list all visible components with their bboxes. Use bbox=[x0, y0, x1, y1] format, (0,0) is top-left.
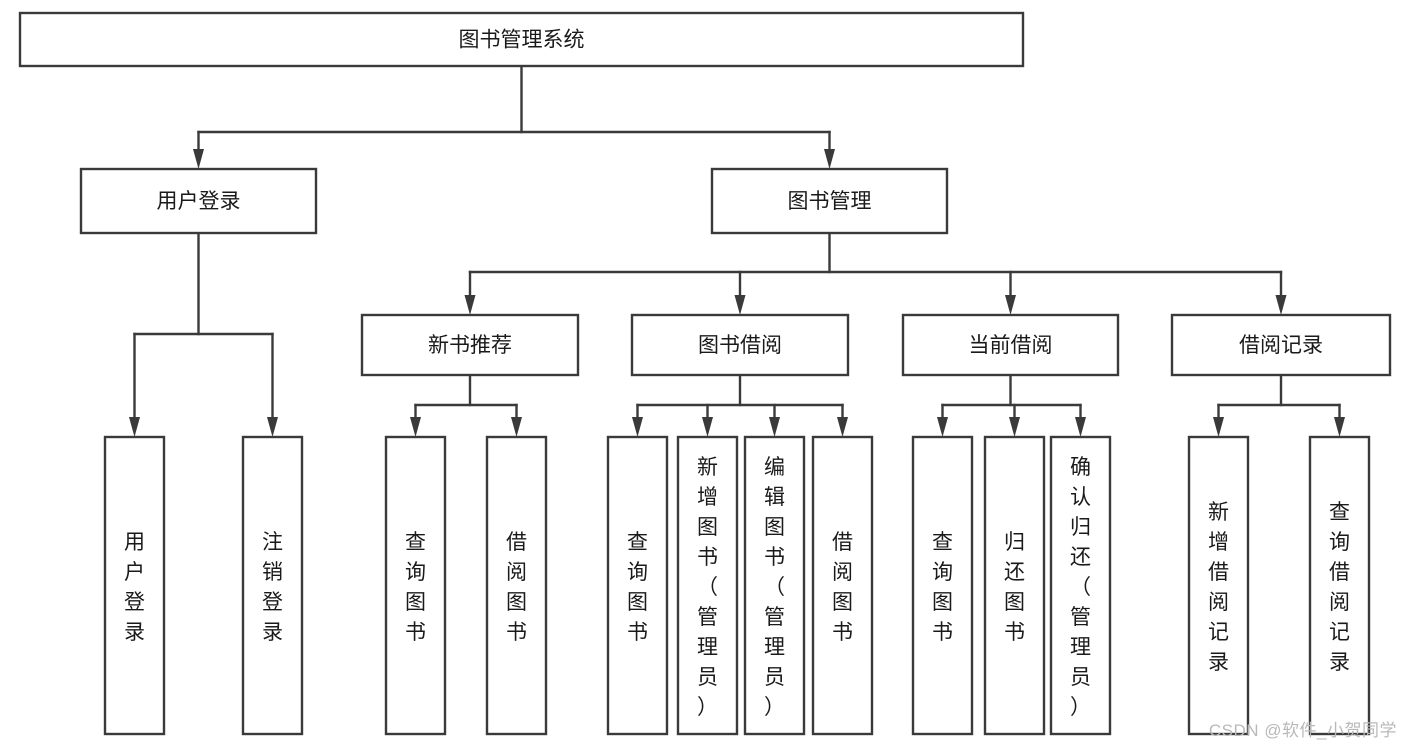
edge-book-borrow-arrowhead-2 bbox=[702, 417, 713, 437]
edge-book-borrow-arrowhead-3 bbox=[769, 417, 780, 437]
node-new-book-recommend[interactable]: 新书推荐 bbox=[360, 313, 580, 377]
node-leaf-edit-book[interactable]: 编辑图书（管理员） bbox=[743, 435, 806, 736]
edge-root-arrowhead-1 bbox=[193, 149, 204, 169]
node-leaf-user-login-box[interactable] bbox=[103, 435, 166, 736]
node-book-management-box[interactable] bbox=[710, 167, 949, 235]
node-leaf-add-book-box[interactable] bbox=[676, 435, 739, 736]
node-leaf-add-record[interactable]: 新增借阅记录 bbox=[1187, 435, 1250, 736]
node-leaf-add-record-label: 新增借阅记录 bbox=[1208, 501, 1229, 674]
node-book-borrow-box[interactable] bbox=[630, 313, 850, 377]
edge-current-borrow-arrowhead-1 bbox=[937, 417, 948, 437]
node-leaf-query-record-label: 查询借阅记录 bbox=[1329, 501, 1350, 674]
node-book-management[interactable]: 图书管理 bbox=[710, 167, 949, 235]
node-borrow-record-box[interactable] bbox=[1170, 313, 1392, 377]
node-leaf-query-book-3-label: 查询图书 bbox=[932, 531, 953, 644]
edge-borrow-record-arrowhead-1 bbox=[1213, 417, 1224, 437]
node-leaf-return-book-label: 归还图书 bbox=[1004, 531, 1025, 644]
node-root-system-box[interactable] bbox=[18, 11, 1025, 68]
node-leaf-query-book-3-box[interactable] bbox=[911, 435, 974, 736]
node-leaf-borrow-book-1-box[interactable] bbox=[485, 435, 548, 736]
node-leaf-user-logout-box[interactable] bbox=[241, 435, 304, 736]
node-book-management-label: 图书管理 bbox=[788, 190, 872, 213]
edge-new-book-recommend-arrowhead-2 bbox=[511, 417, 522, 437]
edges-layer bbox=[129, 64, 1345, 437]
node-leaf-confirm-return[interactable]: 确认归还（管理员） bbox=[1049, 435, 1112, 736]
node-leaf-query-book-2-label: 查询图书 bbox=[627, 531, 648, 644]
node-leaf-borrow-book-2-label: 借阅图书 bbox=[832, 531, 853, 644]
edge-user-login-arrowhead-1 bbox=[129, 417, 140, 437]
node-new-book-recommend-label: 新书推荐 bbox=[428, 334, 512, 357]
node-leaf-query-book-1[interactable]: 查询图书 bbox=[384, 435, 447, 736]
node-leaf-confirm-return-label: 确认归还（管理员） bbox=[1070, 456, 1091, 719]
node-leaf-query-book-2[interactable]: 查询图书 bbox=[606, 435, 669, 736]
edge-new-book-recommend-arrowhead-1 bbox=[410, 417, 421, 437]
node-borrow-record[interactable]: 借阅记录 bbox=[1170, 313, 1392, 377]
node-leaf-query-book-3[interactable]: 查询图书 bbox=[911, 435, 974, 736]
edge-current-borrow-arrowhead-3 bbox=[1075, 417, 1086, 437]
node-leaf-return-book[interactable]: 归还图书 bbox=[983, 435, 1046, 736]
node-leaf-query-record-box[interactable] bbox=[1308, 435, 1371, 736]
node-leaf-add-book-label: 新增图书（管理员） bbox=[697, 456, 718, 719]
node-user-login-box[interactable] bbox=[79, 167, 318, 235]
node-new-book-recommend-box[interactable] bbox=[360, 313, 580, 377]
node-leaf-query-record[interactable]: 查询借阅记录 bbox=[1308, 435, 1371, 736]
node-leaf-borrow-book-2[interactable]: 借阅图书 bbox=[811, 435, 874, 736]
edge-book-management-arrowhead-2 bbox=[734, 295, 746, 315]
node-leaf-edit-book-label: 编辑图书（管理员） bbox=[764, 456, 785, 719]
node-current-borrow[interactable]: 当前借阅 bbox=[901, 313, 1120, 377]
node-leaf-borrow-book-2-box[interactable] bbox=[811, 435, 874, 736]
node-leaf-add-book[interactable]: 新增图书（管理员） bbox=[676, 435, 739, 736]
edge-book-management-arrowhead-1 bbox=[464, 295, 476, 315]
node-leaf-borrow-book-1[interactable]: 借阅图书 bbox=[485, 435, 548, 736]
node-leaf-query-book-1-box[interactable] bbox=[384, 435, 447, 736]
edge-book-management-arrowhead-4 bbox=[1275, 295, 1287, 315]
edge-book-management-arrowhead-3 bbox=[1005, 295, 1016, 315]
node-leaf-query-book-2-box[interactable] bbox=[606, 435, 669, 736]
edge-book-borrow-arrowhead-4 bbox=[837, 417, 848, 437]
node-root-system-label: 图书管理系统 bbox=[459, 29, 585, 52]
node-book-borrow[interactable]: 图书借阅 bbox=[630, 313, 850, 377]
edge-book-borrow-arrowhead-1 bbox=[632, 417, 643, 437]
edge-borrow-record-arrowhead-2 bbox=[1334, 417, 1345, 437]
node-leaf-user-login-label: 用户登录 bbox=[124, 531, 145, 644]
node-current-borrow-label: 当前借阅 bbox=[969, 334, 1053, 357]
node-leaf-user-logout[interactable]: 注销登录 bbox=[241, 435, 304, 736]
node-leaf-user-logout-label: 注销登录 bbox=[262, 531, 283, 644]
node-leaf-add-record-box[interactable] bbox=[1187, 435, 1250, 736]
node-book-borrow-label: 图书借阅 bbox=[698, 334, 782, 357]
node-leaf-user-login[interactable]: 用户登录 bbox=[103, 435, 166, 736]
node-leaf-return-book-box[interactable] bbox=[983, 435, 1046, 736]
node-leaf-confirm-return-box[interactable] bbox=[1049, 435, 1112, 736]
node-root-system[interactable]: 图书管理系统 bbox=[18, 11, 1025, 68]
csdn-watermark: CSDN @软件_小贺同学 bbox=[1208, 721, 1397, 740]
edge-user-login-arrowhead-2 bbox=[267, 417, 278, 437]
node-current-borrow-box[interactable] bbox=[901, 313, 1120, 377]
node-leaf-borrow-book-1-label: 借阅图书 bbox=[506, 531, 527, 644]
edge-current-borrow-arrowhead-2 bbox=[1009, 417, 1020, 437]
nodes-layer: 图书管理系统用户登录图书管理新书推荐图书借阅当前借阅借阅记录用户登录注销登录查询… bbox=[18, 11, 1392, 736]
node-leaf-edit-book-box[interactable] bbox=[743, 435, 806, 736]
node-borrow-record-label: 借阅记录 bbox=[1239, 334, 1323, 357]
node-user-login-label: 用户登录 bbox=[157, 190, 241, 213]
node-user-login[interactable]: 用户登录 bbox=[79, 167, 318, 235]
edge-root-arrowhead-2 bbox=[824, 149, 835, 169]
node-leaf-query-book-1-label: 查询图书 bbox=[405, 531, 426, 644]
